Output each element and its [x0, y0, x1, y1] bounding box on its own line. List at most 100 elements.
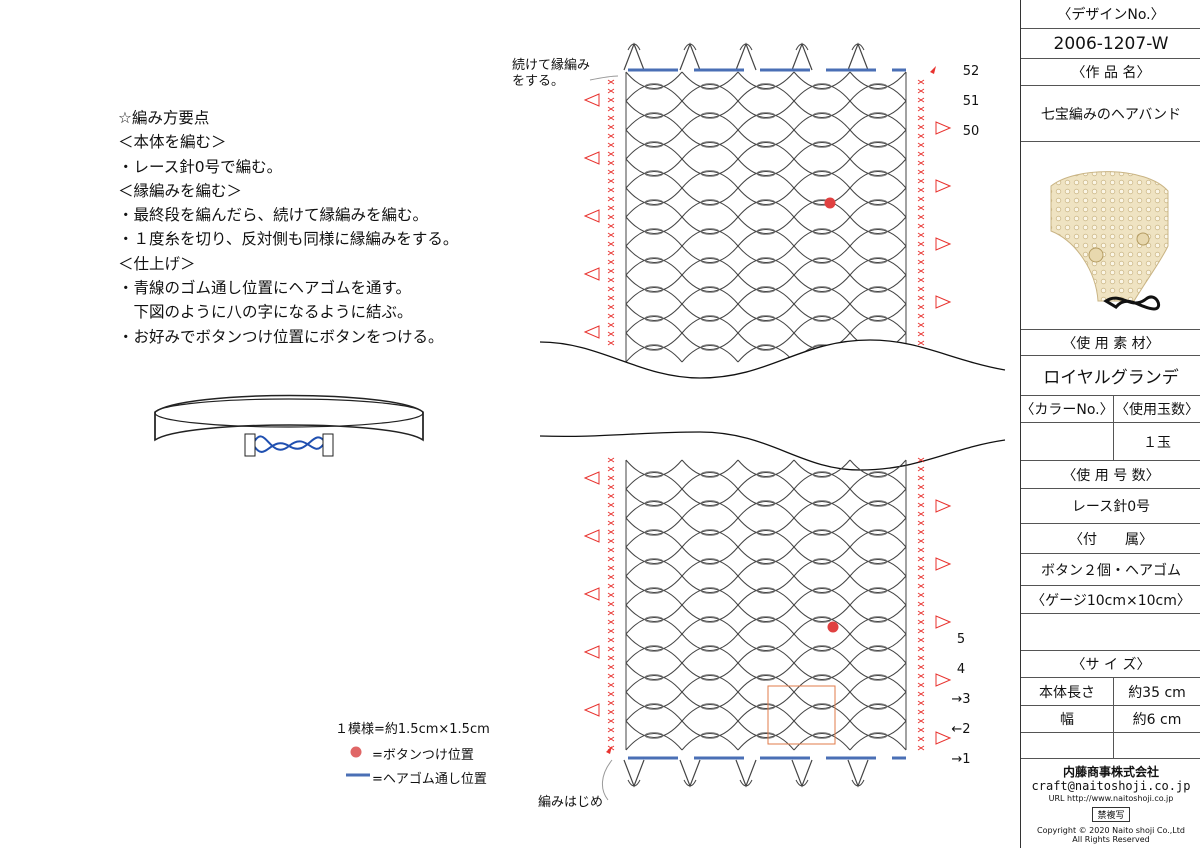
- fan-stitch: [851, 779, 865, 787]
- edging-chain: [607, 664, 615, 670]
- chain-loop: [625, 633, 683, 651]
- fan-stitch: [683, 779, 697, 787]
- button-position-marker: [827, 621, 839, 633]
- edging-chain: [607, 673, 615, 679]
- legend-gauge: １模様=約1.5cm×1.5cm: [335, 722, 490, 737]
- chart-break: [540, 340, 1005, 470]
- chain-loop: [737, 691, 795, 709]
- chain-loop: [849, 229, 907, 247]
- stitch-mark: [868, 286, 888, 293]
- edging-chain: [607, 628, 615, 634]
- chain-loop: [793, 274, 851, 292]
- instruction-line: ・最終段を編んだら、続けて縁編みを編む。: [118, 206, 429, 225]
- edging-chain: [917, 601, 925, 607]
- stitch-mark: [868, 703, 888, 710]
- fan-stitch: [795, 43, 809, 51]
- chain-loop: [737, 530, 795, 548]
- chain-loop: [849, 71, 907, 89]
- stitch-mark: [756, 674, 776, 681]
- chain-loop: [849, 704, 907, 722]
- stitch-mark: [756, 83, 776, 90]
- chain-loop: [737, 316, 795, 334]
- stitch-mark: [756, 587, 776, 594]
- edging-chain: [917, 736, 925, 742]
- chain-loop: [849, 216, 907, 234]
- size-label: 〈サ イ ズ〉: [1021, 651, 1200, 678]
- fan-stitch: [851, 43, 865, 51]
- chain-loop: [793, 258, 851, 276]
- edging-chain: [917, 673, 925, 679]
- chain-loop: [849, 604, 907, 622]
- edging-chain: [917, 682, 925, 688]
- stitch-mark: [756, 500, 776, 507]
- chain-loop: [625, 501, 683, 519]
- stitch-mark: [868, 558, 888, 565]
- chain-loop: [681, 675, 739, 693]
- chain-loop: [681, 704, 739, 722]
- chain-loop: [737, 472, 795, 490]
- chain-loop: [793, 691, 851, 709]
- chain-loop: [849, 472, 907, 490]
- stitch-mark: [756, 112, 776, 119]
- chain-loop: [625, 472, 683, 490]
- chain-loop: [625, 720, 683, 738]
- edging-chain: [917, 340, 925, 346]
- stitch-mark: [644, 315, 664, 322]
- chain-loop: [849, 501, 907, 519]
- chain-loop: [737, 662, 795, 680]
- chain-loop: [681, 142, 739, 160]
- edging-chain: [607, 322, 615, 328]
- edging-chain: [607, 250, 615, 256]
- copyright: Copyright © 2020 Naito shoji Co.,Ltd All…: [1037, 826, 1185, 844]
- stitch-mark: [756, 257, 776, 264]
- note-leader: [589, 75, 619, 81]
- notions: ボタン２個・ヘアゴム: [1021, 554, 1200, 586]
- stitch-mark: [812, 170, 832, 177]
- stitch-mark: [868, 228, 888, 235]
- chain-loop: [625, 100, 683, 118]
- stitch-mark: [644, 112, 664, 119]
- chain-loop: [737, 517, 795, 535]
- chain-loop: [737, 274, 795, 292]
- stitch-mark: [756, 141, 776, 148]
- chain-loop: [625, 113, 683, 131]
- edging-chain: [607, 457, 615, 463]
- chain-loop: [737, 704, 795, 722]
- chain-loop: [681, 733, 739, 751]
- edging-chain: [607, 637, 615, 643]
- info-panel: 〈デザインNo.〉 2006-1207-W 〈作 品 名〉 七宝編みのヘアバンド…: [1020, 0, 1200, 848]
- instructions-title: ☆編み方要点: [118, 109, 210, 127]
- end-marker: [930, 66, 936, 74]
- chain-loop: [625, 142, 683, 160]
- edging-chain: [917, 502, 925, 508]
- chain-loop: [793, 303, 851, 321]
- product-name: 七宝編みのヘアバンド: [1021, 86, 1200, 142]
- chain-loop: [625, 691, 683, 709]
- edging-chain: [607, 511, 615, 517]
- edging-picot: [935, 615, 952, 629]
- edging-picot: [583, 471, 600, 485]
- stitch-mark: [700, 558, 720, 565]
- stitch-mark: [868, 199, 888, 206]
- edging-chain: [917, 133, 925, 139]
- fan-stitch: [739, 779, 753, 787]
- edging-chain: [607, 106, 615, 112]
- chain-loop: [681, 274, 739, 292]
- edging-chain: [607, 619, 615, 625]
- chain-loop: [625, 216, 683, 234]
- edging-chain: [607, 223, 615, 229]
- legend-button: =ボタンつけ位置: [372, 748, 474, 763]
- instruction-line: ・レース針0号で編む。: [118, 157, 283, 176]
- chain-loop: [681, 287, 739, 305]
- chain-loop: [625, 200, 683, 218]
- chain-loop: [681, 216, 739, 234]
- edging-picot: [935, 557, 952, 571]
- chain-loop: [849, 303, 907, 321]
- edging-chain: [917, 106, 925, 112]
- chain-loop: [681, 113, 739, 131]
- chain-loop: [625, 258, 683, 276]
- edging-chain: [917, 259, 925, 265]
- stitch-mark: [700, 703, 720, 710]
- edging-picot: [935, 179, 952, 193]
- edging-chain: [607, 493, 615, 499]
